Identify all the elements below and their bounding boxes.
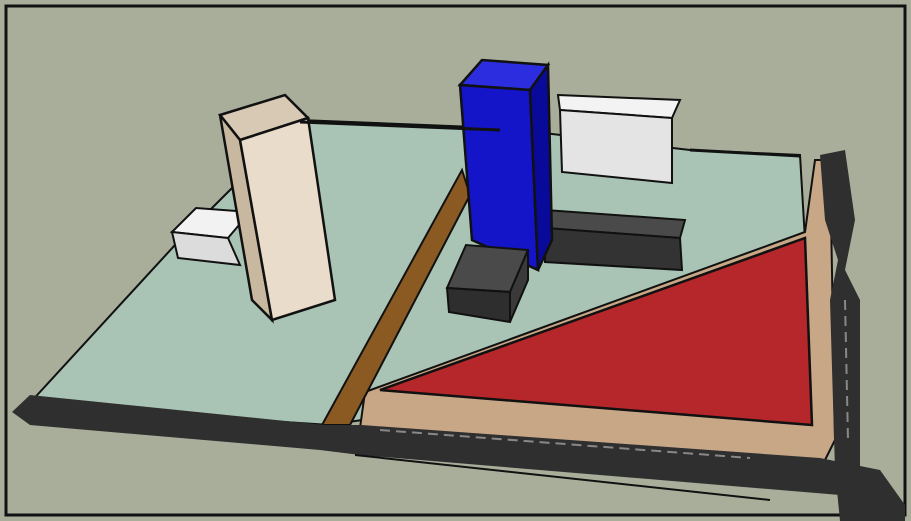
white-box-front: [560, 110, 672, 183]
